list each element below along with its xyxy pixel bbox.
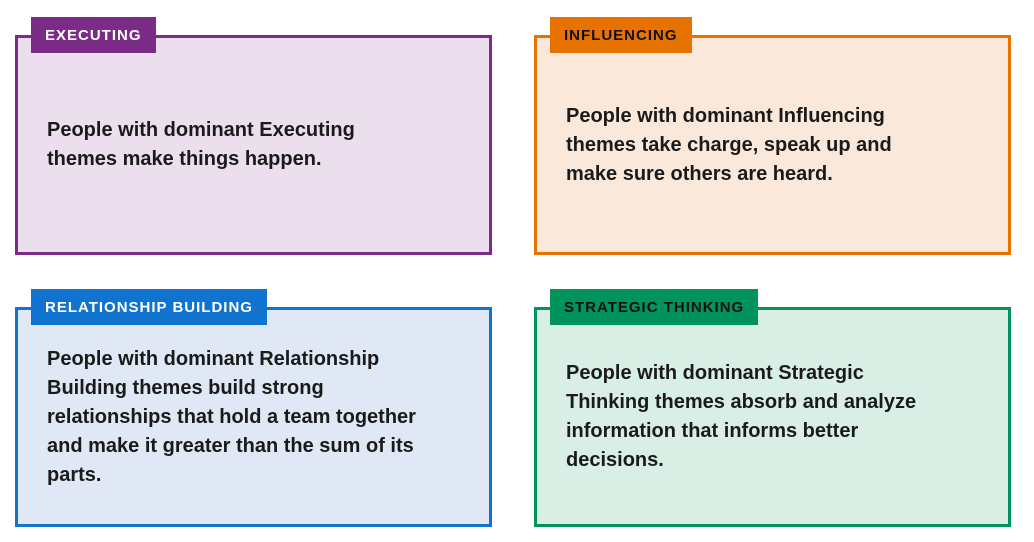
domain-badge-strategic-thinking: STRATEGIC THINKING — [550, 289, 759, 325]
domain-card-relationship-building: RELATIONSHIP BUILDING People with domina… — [15, 289, 492, 527]
domain-badge-influencing: INFLUENCING — [550, 17, 692, 53]
domain-description-executing: People with dominant Executing themes ma… — [47, 119, 355, 170]
domain-card-influencing: INFLUENCING People with dominant Influen… — [534, 17, 1011, 255]
domain-badge-label: INFLUENCING — [564, 26, 678, 44]
domain-badge-label: STRATEGIC THINKING — [564, 298, 745, 316]
domain-description-strategic-thinking: People with dominant Strategic Thinking … — [566, 362, 917, 471]
domain-card-strategic-thinking: STRATEGIC THINKING People with dominant … — [534, 289, 1011, 527]
domain-badge-label: RELATIONSHIP BUILDING — [45, 298, 253, 316]
domain-badge-relationship-building: RELATIONSHIP BUILDING — [31, 289, 267, 325]
domain-badge-label: EXECUTING — [45, 26, 142, 44]
domain-card-executing: EXECUTING People with dominant Executing… — [15, 17, 492, 255]
domain-badge-executing: EXECUTING — [31, 17, 156, 53]
domain-description-influencing: People with dominant Influencing themes … — [566, 104, 892, 185]
domain-description-relationship-building: People with dominant Relationship Buildi… — [47, 347, 416, 486]
